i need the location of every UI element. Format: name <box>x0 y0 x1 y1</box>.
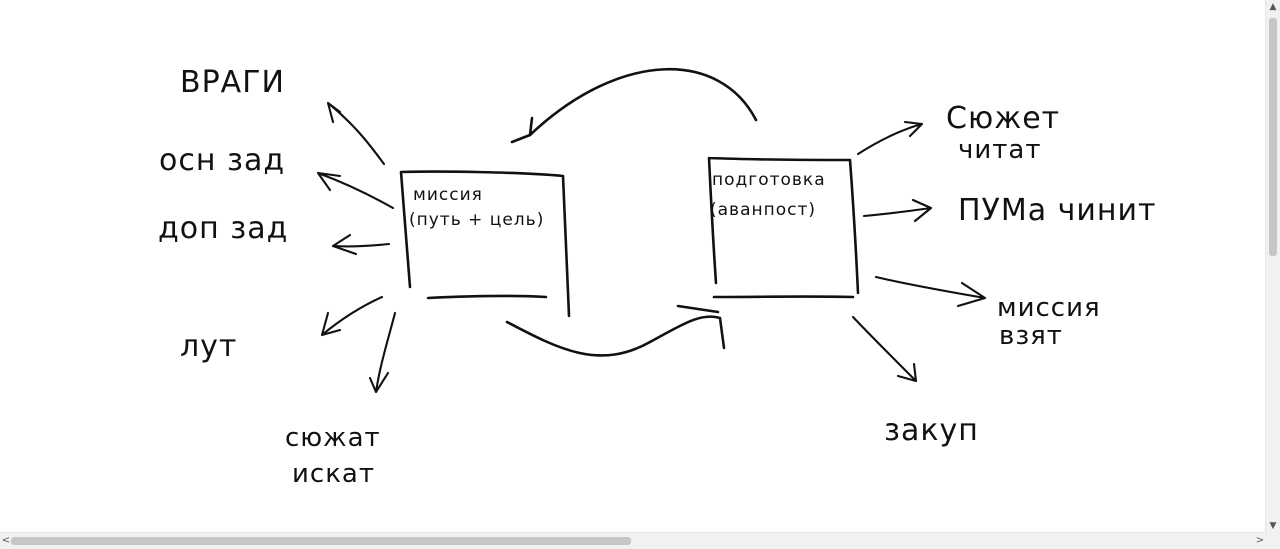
whiteboard-canvas: миссия (путь + цель) подготовка (аванпос… <box>158 65 1156 489</box>
arrow-to-enemies <box>326 101 386 166</box>
prep-node: подготовка (аванпост) <box>707 156 860 299</box>
label-take-mission-line2: взят <box>999 321 1063 351</box>
prep-title: подготовка <box>712 170 826 190</box>
arrow-mission-to-prep <box>505 304 726 357</box>
scroll-down-icon[interactable]: ▼ <box>1269 521 1277 531</box>
label-main-task: осн зад <box>159 143 285 178</box>
scroll-right-icon[interactable]: > <box>1255 535 1265 546</box>
label-story-read-line2: читат <box>958 135 1041 165</box>
scrollbar-corner <box>1266 533 1280 549</box>
arrow-prep-to-mission <box>510 68 758 144</box>
arrow-to-story-search <box>368 311 397 394</box>
label-story-search-line1: сюжат <box>285 423 381 453</box>
arrow-to-story-read <box>856 120 924 156</box>
horizontal-scroll-thumb[interactable] <box>11 537 631 545</box>
label-enemies: ВРАГИ <box>180 65 285 100</box>
mission-title: миссия <box>413 185 483 205</box>
scroll-up-icon[interactable]: ▲ <box>1269 2 1277 12</box>
diagram-sketch: миссия (путь + цель) подготовка (аванпос… <box>158 65 1156 489</box>
arrow-to-purchase <box>851 315 918 383</box>
label-puma-repair: ПУМа чинит <box>958 193 1156 228</box>
label-purchase: закуп <box>884 413 979 448</box>
label-side-task: доп зад <box>158 211 288 246</box>
arrow-to-main-task <box>316 171 395 210</box>
label-story-search-line2: искат <box>292 459 375 489</box>
label-story-read-line1: Сюжет <box>946 101 1060 136</box>
vertical-scroll-thumb[interactable] <box>1269 18 1277 256</box>
arrow-to-side-task <box>331 233 391 256</box>
prep-subtitle: (аванпост) <box>710 200 816 220</box>
mission-box-outline <box>399 170 571 318</box>
mission-subtitle: (путь + цель) <box>409 210 544 230</box>
arrow-to-puma-repair <box>862 198 933 223</box>
arrow-to-take-mission <box>874 275 987 308</box>
label-loot: лут <box>180 329 237 364</box>
arrow-to-loot <box>320 295 384 337</box>
horizontal-scrollbar[interactable]: < > <box>0 532 1266 549</box>
vertical-scrollbar[interactable]: ▲ ▼ <box>1265 0 1280 533</box>
scroll-left-icon[interactable]: < <box>1 535 11 546</box>
label-take-mission-line1: миссия <box>997 293 1101 323</box>
mission-node: миссия (путь + цель) <box>399 170 571 318</box>
prep-box-outline <box>707 156 860 299</box>
